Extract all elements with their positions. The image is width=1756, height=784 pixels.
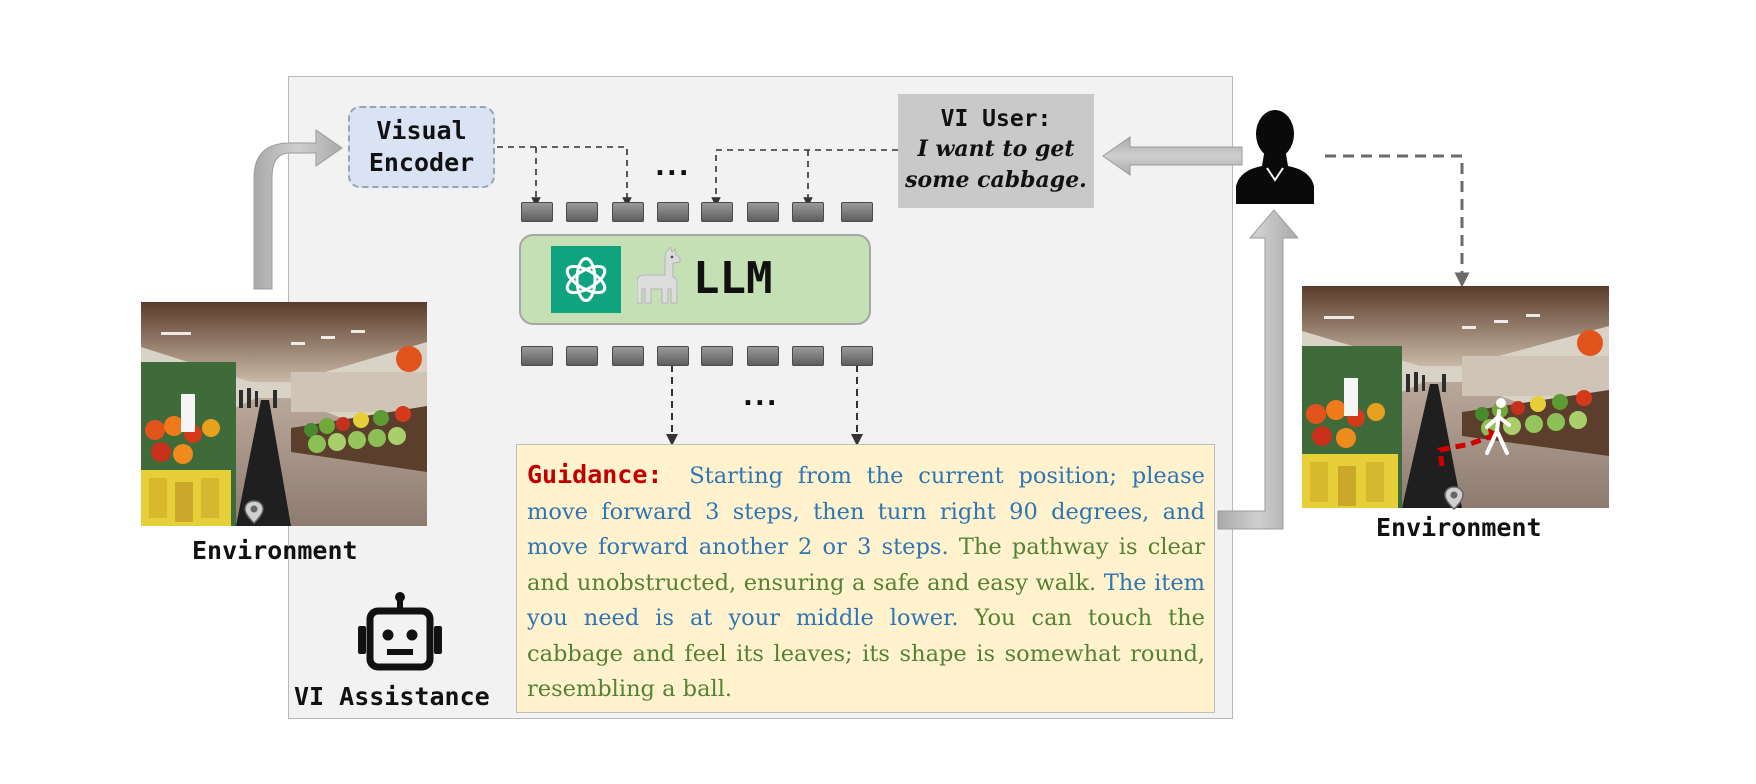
- env-to-encoder-arrow: [253, 129, 343, 290]
- guidance-segment-route: Starting from the current position; plea…: [527, 463, 1205, 560]
- guidance-segment-location: The item you need is at your middle lowe…: [527, 569, 1205, 632]
- input-token: [841, 202, 873, 222]
- user-to-environment-connector: [1325, 154, 1470, 288]
- route-path: [1437, 433, 1493, 467]
- pedestrian-icon: [1485, 398, 1511, 455]
- vi-user-query-line1: I want to get: [917, 136, 1075, 162]
- environment-label-right: Environment: [1376, 513, 1542, 542]
- robot-icon: [358, 592, 442, 671]
- input-token: [612, 202, 644, 222]
- guidance-to-user-arrow: [1217, 209, 1300, 530]
- output-token: [841, 346, 873, 366]
- user-to-query-arrow: [1102, 136, 1243, 176]
- environment-label-left: Environment: [192, 536, 358, 565]
- openai-logo-icon: [551, 246, 621, 313]
- output-token: [566, 346, 598, 366]
- query-token-connectors: [711, 149, 898, 207]
- vi-user-label: VI User:: [940, 106, 1052, 132]
- encoder-token-connectors: [497, 146, 632, 207]
- input-token-ellipsis: ...: [655, 152, 691, 182]
- visual-encoder-box: Visual Encoder: [348, 106, 495, 188]
- output-token: [521, 346, 553, 366]
- guidance-box: Guidance: Starting from the current posi…: [516, 444, 1215, 713]
- input-token: [566, 202, 598, 222]
- user-silhouette-icon: [1236, 110, 1314, 204]
- input-token: [747, 202, 779, 222]
- output-token: [701, 346, 733, 366]
- guidance-label: Guidance:: [527, 460, 663, 489]
- environment-photo-left: [141, 302, 427, 526]
- environment-photo-right: [1302, 286, 1609, 508]
- vi-user-query-line2: some cabbage.: [905, 167, 1087, 193]
- input-token: [521, 202, 553, 222]
- input-token: [701, 202, 733, 222]
- guidance-segment-safety: The pathway is clear and unobstructed, e…: [527, 534, 1206, 596]
- location-pin-icon: [244, 500, 264, 524]
- output-token-ellipsis: ...: [743, 382, 779, 412]
- output-token: [792, 346, 824, 366]
- output-token: [747, 346, 779, 366]
- output-token: [612, 346, 644, 366]
- llm-label: LLM: [693, 253, 773, 304]
- vi-assistance-label: VI Assistance: [294, 682, 490, 711]
- vi-user-query-box: VI User: I want to get some cabbage.: [898, 94, 1094, 208]
- token-guidance-connectors: [666, 365, 863, 446]
- visual-encoder-label-line1: Visual: [376, 116, 467, 145]
- llama-icon: [637, 247, 681, 304]
- input-token: [657, 202, 689, 222]
- input-token: [792, 202, 824, 222]
- output-token: [657, 346, 689, 366]
- location-pin-icon: [1444, 486, 1464, 510]
- guidance-segment-touch: You can touch the cabbage and feel its l…: [527, 605, 1205, 702]
- visual-encoder-label-line2: Encoder: [368, 148, 475, 177]
